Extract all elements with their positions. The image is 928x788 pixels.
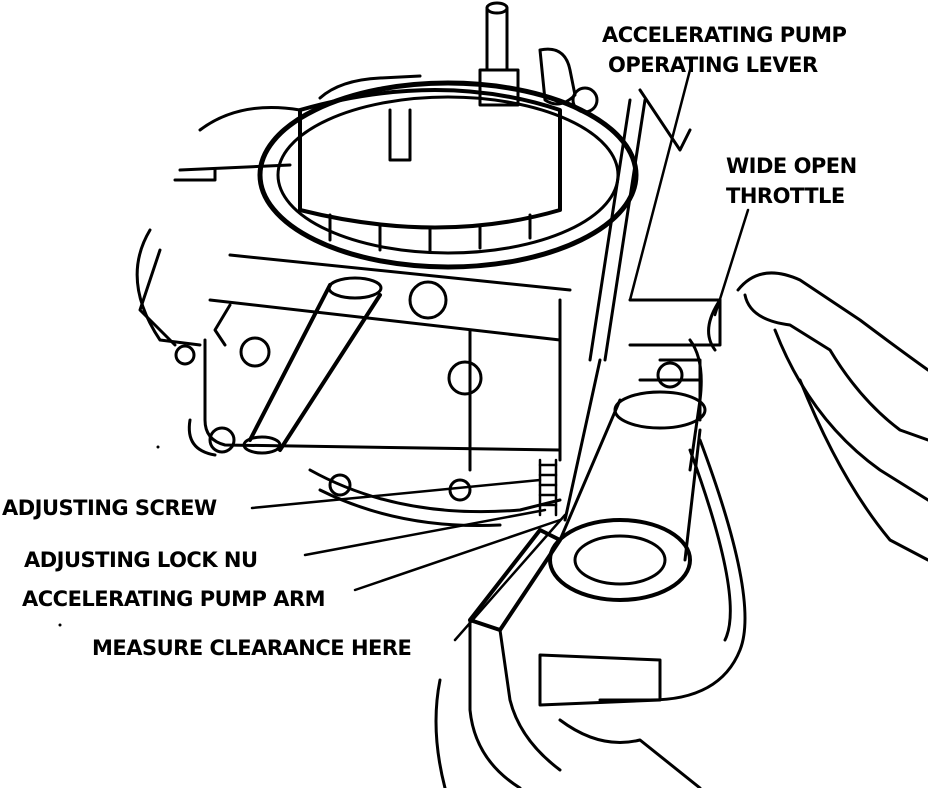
leader-adjusting-screw xyxy=(250,478,542,510)
leader-accelerating-pump-arm xyxy=(353,518,562,592)
label-adjusting-screw: ADJUSTING SCREW xyxy=(2,496,217,520)
label-accelerating-pump: ACCELERATING PUMP xyxy=(602,23,847,47)
air-horn xyxy=(257,47,639,270)
label-wide-open: WIDE OPEN xyxy=(726,154,857,178)
leader-adjusting-lock-nut xyxy=(303,508,547,557)
throttle-linkage xyxy=(628,298,722,472)
vent-tube xyxy=(242,276,383,455)
leader-measure-clearance xyxy=(453,513,567,642)
leader-operating-lever xyxy=(628,68,692,302)
label-throttle: THROTTLE xyxy=(726,184,845,208)
label-measure-clearance-here: MEASURE CLEARANCE HERE xyxy=(92,636,411,660)
ink-specks xyxy=(58,445,160,627)
leader-lines xyxy=(250,68,750,642)
operating-lever-rod xyxy=(563,88,692,522)
adjusting-screw-coil xyxy=(538,458,558,517)
label-accelerating-pump-arm: ACCELERATING PUMP ARM xyxy=(22,587,325,611)
choke-pulloff-cylinder xyxy=(548,390,747,702)
label-operating-lever: OPERATING LEVER xyxy=(608,53,818,77)
hand-holding-throttle xyxy=(707,271,928,562)
labels: ACCELERATING PUMP OPERATING LEVER WIDE O… xyxy=(2,23,857,660)
label-adjusting-lock-nut: ADJUSTING LOCK NU xyxy=(24,548,258,572)
hand-with-gauge xyxy=(434,528,702,788)
leader-wide-open-throttle xyxy=(713,208,750,317)
carburetor-body xyxy=(135,106,572,472)
